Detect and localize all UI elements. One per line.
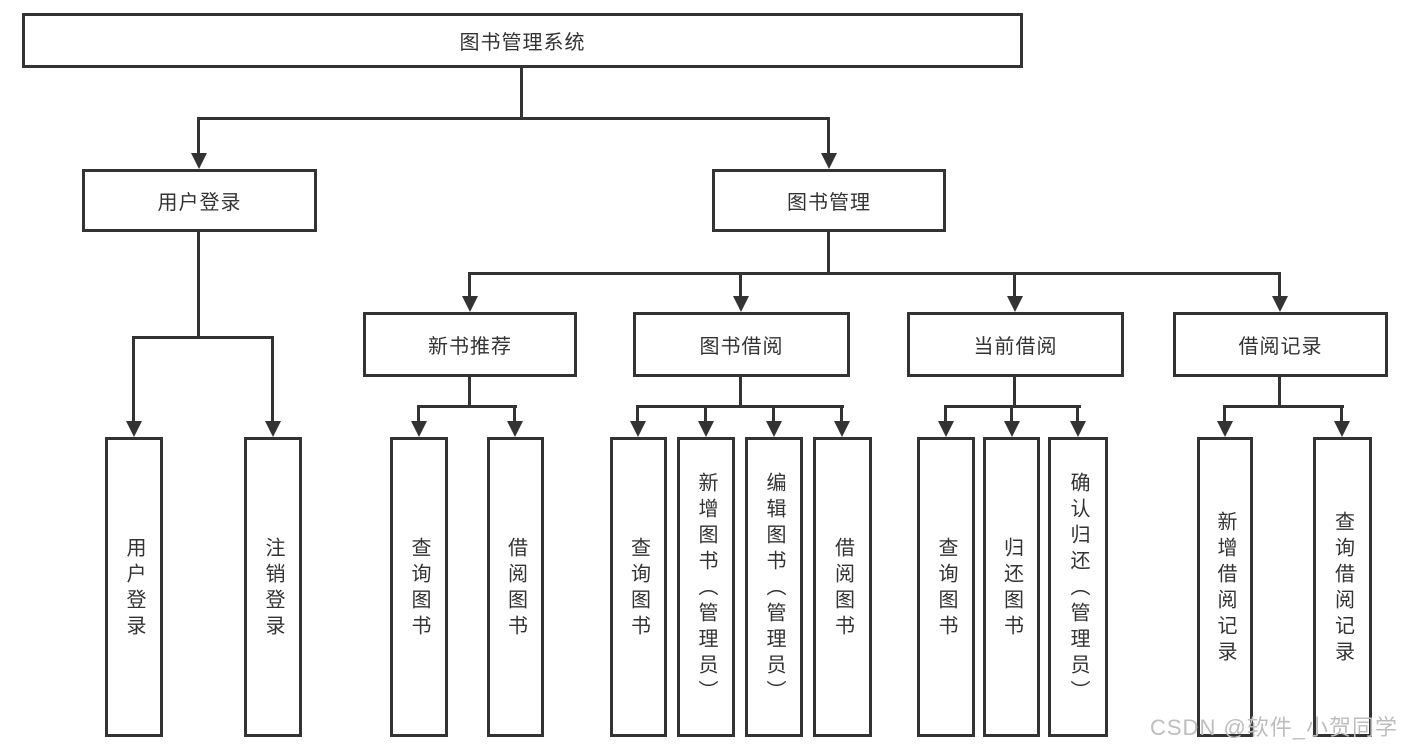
- connector-line: [513, 405, 516, 423]
- arrow-down-icon: [1070, 421, 1086, 437]
- connector-line: [468, 377, 471, 405]
- leaf-add-borrow-record: 新增借阅记录: [1197, 437, 1253, 737]
- csdn-watermark: CSDN @软件_小贺同学: [1150, 715, 1399, 740]
- arrow-down-icon: [821, 153, 837, 169]
- arrow-down-icon: [1217, 421, 1233, 437]
- connector-line: [1013, 377, 1016, 405]
- arrow-down-icon: [834, 421, 850, 437]
- connector-line: [468, 272, 1281, 275]
- connector-line: [636, 405, 844, 408]
- connector-line: [772, 405, 775, 423]
- arrow-down-icon: [698, 421, 714, 437]
- connector-line: [1013, 272, 1016, 300]
- connector-line: [271, 336, 274, 423]
- leaf-logout: 注销登录: [244, 437, 302, 737]
- leaf-confirm-return-admin: 确认归还（管理员）: [1048, 437, 1108, 737]
- connector-line: [636, 405, 639, 423]
- connector-line: [132, 336, 274, 339]
- connector-line: [1278, 377, 1281, 405]
- connector-line: [827, 117, 830, 157]
- connector-line: [520, 68, 523, 117]
- connector-line: [1223, 405, 1344, 408]
- arrow-down-icon: [462, 296, 478, 312]
- connector-line: [197, 232, 200, 336]
- arrow-down-icon: [265, 421, 281, 437]
- arrow-down-icon: [1007, 296, 1023, 312]
- connector-line: [827, 232, 830, 272]
- connector-line: [1340, 405, 1343, 423]
- arrow-down-icon: [766, 421, 782, 437]
- leaf-return-books: 归还图书: [983, 437, 1040, 737]
- connector-line: [197, 117, 830, 120]
- arrow-down-icon: [411, 421, 427, 437]
- connector-line: [739, 377, 742, 405]
- arrow-down-icon: [191, 153, 207, 169]
- node-book-management: 图书管理: [712, 169, 946, 232]
- leaf-current-query-books: 查询图书: [917, 437, 975, 737]
- connector-line: [468, 272, 471, 300]
- node-user-login: 用户登录: [82, 169, 317, 232]
- leaf-recommend-query-books: 查询图书: [390, 437, 448, 737]
- arrow-down-icon: [1004, 421, 1020, 437]
- leaf-edit-books-admin: 编辑图书（管理员）: [745, 437, 803, 737]
- arrow-down-icon: [507, 421, 523, 437]
- connector-line: [944, 405, 947, 423]
- node-current-borrow: 当前借阅: [907, 312, 1124, 377]
- arrow-down-icon: [938, 421, 954, 437]
- leaf-user-login: 用户登录: [105, 437, 163, 737]
- connector-line: [739, 272, 742, 300]
- arrow-down-icon: [733, 296, 749, 312]
- leaf-borrow-books: 借阅图书: [813, 437, 872, 737]
- arrow-down-icon: [1334, 421, 1350, 437]
- arrow-down-icon: [1272, 296, 1288, 312]
- arrow-down-icon: [126, 421, 142, 437]
- leaf-add-books-admin: 新增图书（管理员）: [677, 437, 735, 737]
- connector-line: [132, 336, 135, 423]
- connector-line: [1223, 405, 1226, 423]
- connector-line: [1278, 272, 1281, 300]
- connector-line: [197, 117, 200, 157]
- connector-line: [704, 405, 707, 423]
- connector-line: [1076, 405, 1079, 423]
- leaf-query-borrow-record: 查询借阅记录: [1313, 437, 1372, 737]
- leaf-recommend-borrow-books: 借阅图书: [487, 437, 544, 737]
- connector-line: [1010, 405, 1013, 423]
- connector-line: [417, 405, 517, 408]
- node-book-borrow: 图书借阅: [633, 312, 850, 377]
- connector-line: [840, 405, 843, 423]
- node-new-book-recommend: 新书推荐: [363, 312, 577, 377]
- leaf-borrow-query-books: 查询图书: [610, 437, 667, 737]
- node-root-system: 图书管理系统: [22, 13, 1023, 68]
- node-borrow-records: 借阅记录: [1173, 312, 1388, 377]
- arrow-down-icon: [630, 421, 646, 437]
- connector-line: [417, 405, 420, 423]
